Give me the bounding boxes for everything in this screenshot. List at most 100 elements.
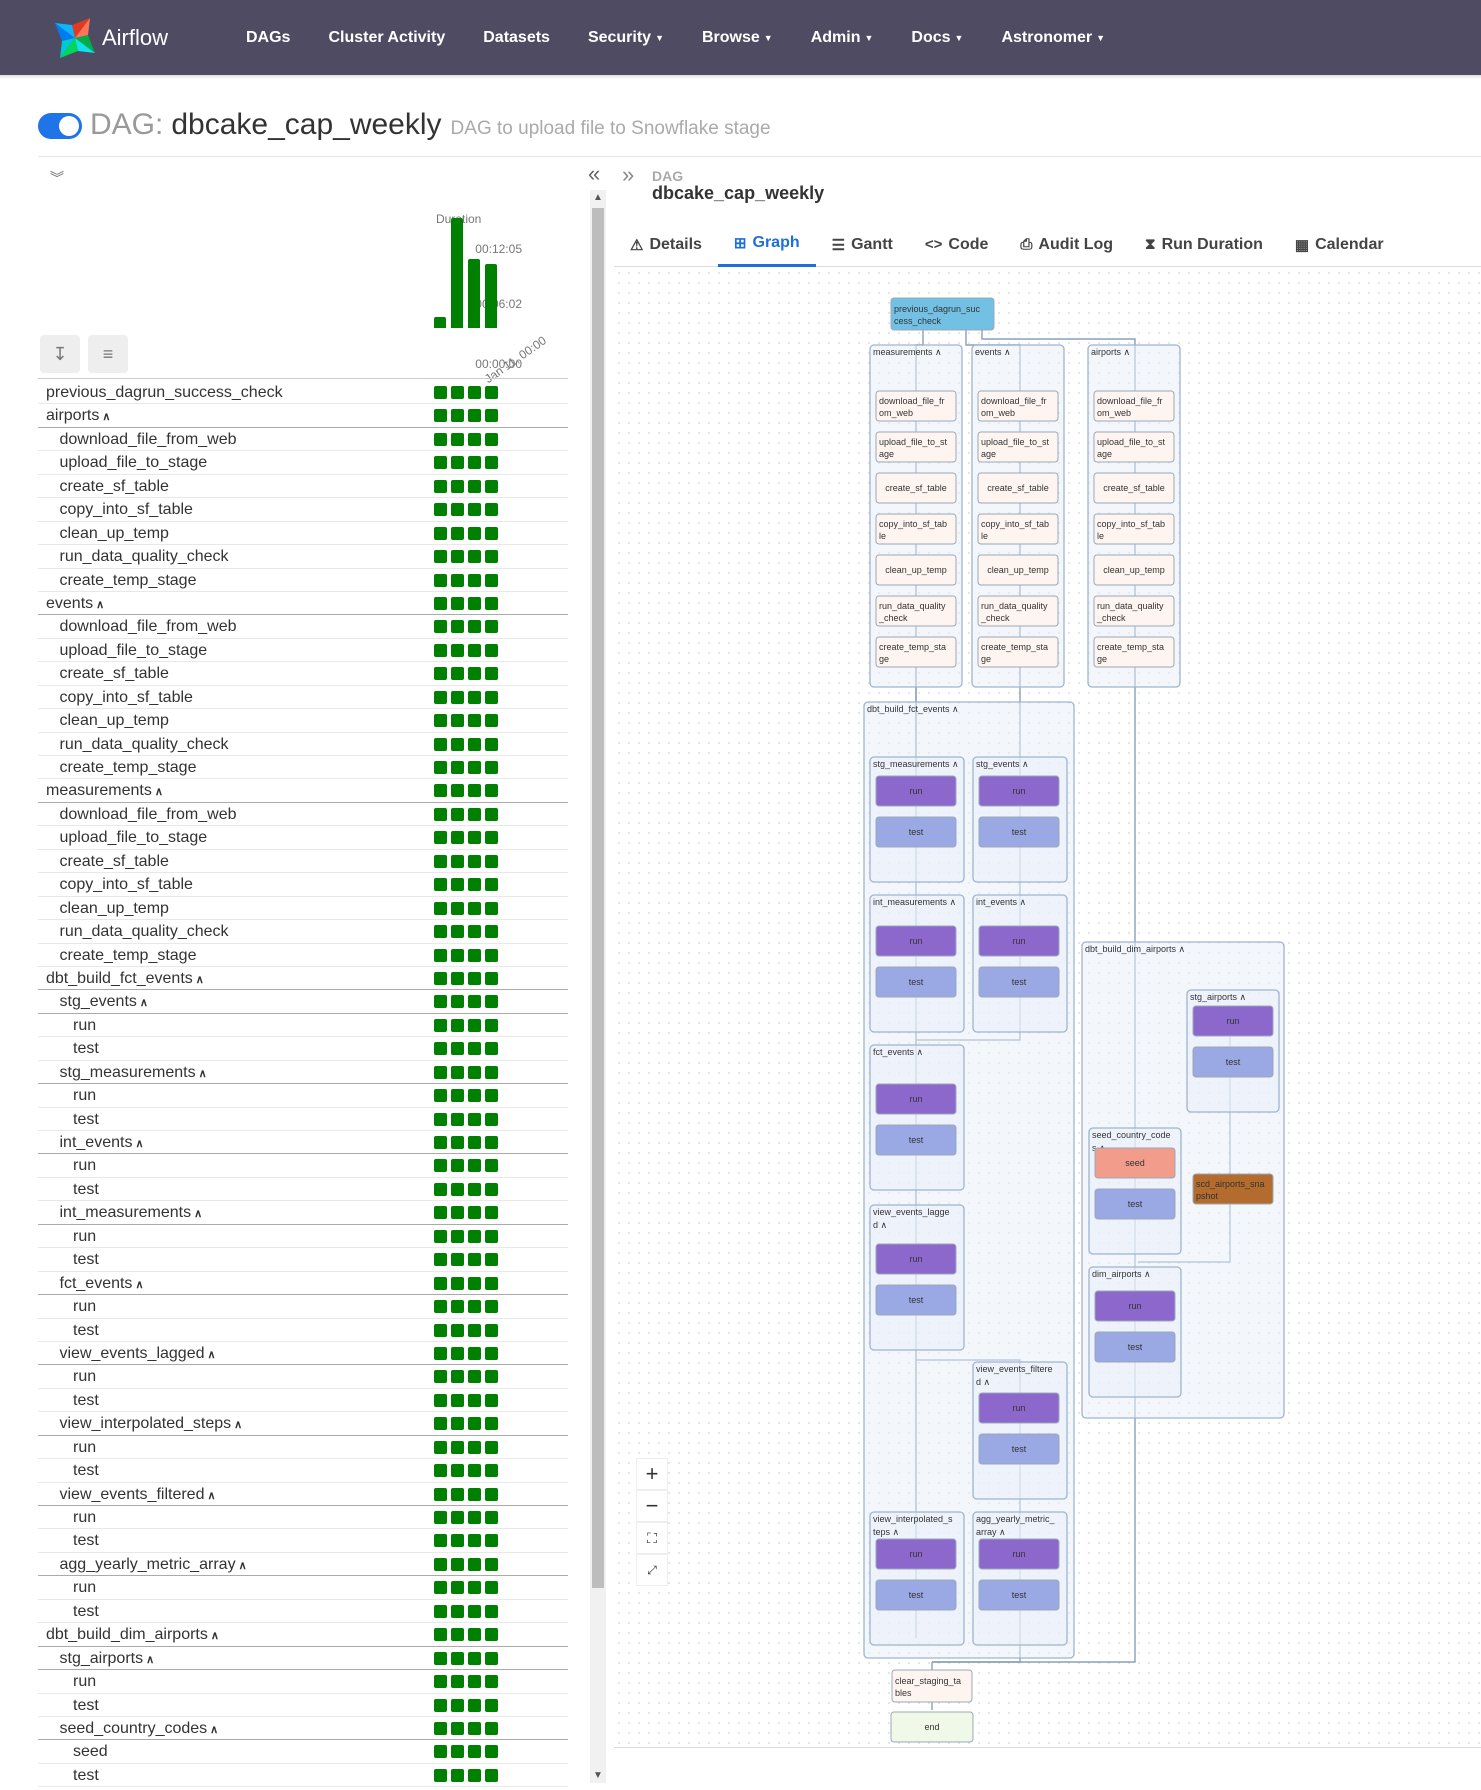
task-instance-status[interactable] (468, 1323, 481, 1337)
task-instance-status[interactable] (451, 1675, 464, 1689)
task-instance-status[interactable] (485, 784, 498, 798)
task-row[interactable]: test (38, 1694, 568, 1717)
task-instance-status[interactable] (485, 831, 498, 845)
task-instance-status[interactable] (434, 1557, 447, 1571)
task-instance-status[interactable] (434, 971, 447, 985)
chevron-up-icon[interactable]: ∧ (102, 411, 111, 424)
task-instance-status[interactable] (485, 1112, 498, 1126)
create-temp-stage-node[interactable] (875, 636, 957, 668)
task-instance-status[interactable] (468, 1370, 481, 1384)
task-instance-status[interactable] (451, 1487, 464, 1501)
dbt-test-node[interactable] (978, 1433, 1060, 1465)
run-duration-bar[interactable] (485, 264, 497, 328)
task-instance-status[interactable] (468, 1768, 481, 1782)
dbt-run-node[interactable] (978, 925, 1060, 957)
task-instance-status[interactable] (485, 1675, 498, 1689)
task-instance-status[interactable] (485, 971, 498, 985)
chevron-up-icon[interactable]: ∧ (195, 973, 204, 986)
task-label[interactable]: view_events_lagged∧ (60, 1342, 216, 1367)
task-instance-status[interactable] (468, 925, 481, 939)
task-instance-status[interactable] (451, 831, 464, 845)
task-instance-status[interactable] (434, 550, 447, 564)
dbt-run-node[interactable] (875, 1083, 957, 1115)
task-row[interactable]: upload_file_to_stage (38, 826, 568, 850)
task-group-row[interactable]: stg_measurements∧ (38, 1061, 568, 1085)
task-instance-status[interactable] (434, 1581, 447, 1595)
task-instance-status[interactable] (485, 925, 498, 939)
task-instance-status[interactable] (451, 456, 464, 470)
task-instance-status[interactable] (434, 620, 447, 634)
task-row[interactable]: create_temp_stage (38, 944, 568, 967)
create-sf-table-node[interactable] (1093, 472, 1175, 504)
task-group-row[interactable]: seed_country_codes∧ (38, 1717, 568, 1741)
task-instance-status[interactable] (434, 1089, 447, 1103)
task-instance-status[interactable] (451, 1440, 464, 1454)
task-instance-status[interactable] (451, 925, 464, 939)
task-label[interactable]: run_data_quality_check (60, 920, 229, 943)
task-row[interactable]: run_data_quality_check (38, 545, 568, 569)
task-label[interactable]: dbt_build_fct_events∧ (46, 967, 204, 992)
task-group-row[interactable]: view_interpolated_steps∧ (38, 1412, 568, 1436)
task-row[interactable]: create_sf_table (38, 662, 568, 686)
task-instance-status[interactable] (485, 1534, 498, 1548)
chevron-up-icon[interactable]: ∧ (198, 1067, 207, 1080)
task-instance-status[interactable] (434, 1393, 447, 1407)
task-instance-status[interactable] (468, 1089, 481, 1103)
dbt-test-node[interactable] (875, 816, 957, 848)
task-label[interactable]: run_data_quality_check (60, 733, 229, 756)
task-instance-status[interactable] (485, 1440, 498, 1454)
task-label[interactable]: run_data_quality_check (60, 545, 229, 568)
run-data-quality-check-node[interactable] (875, 595, 957, 627)
task-instance-status[interactable] (468, 550, 481, 564)
zoom-out-button[interactable]: − (636, 1490, 668, 1522)
task-row[interactable]: download_file_from_web (38, 803, 568, 827)
task-instance-status[interactable] (468, 995, 481, 1009)
task-instance-status[interactable] (485, 1604, 498, 1618)
task-instance-status[interactable] (468, 620, 481, 634)
task-instance-status[interactable] (434, 901, 447, 915)
task-label[interactable]: run (73, 1436, 96, 1459)
task-instance-status[interactable] (468, 1206, 481, 1220)
task-instance-status[interactable] (485, 1557, 498, 1571)
task-row[interactable]: test (38, 1178, 568, 1202)
task-instance-status[interactable] (434, 1464, 447, 1478)
breadcrumb-dag-title[interactable]: dbcake_cap_weekly (652, 183, 825, 203)
chevron-up-icon[interactable]: ∧ (194, 1208, 203, 1221)
task-instance-status[interactable] (434, 948, 447, 962)
task-instance-status[interactable] (451, 1511, 464, 1524)
task-label[interactable]: run (73, 1295, 96, 1318)
task-instance-status[interactable] (485, 901, 498, 915)
task-instance-status[interactable] (434, 1417, 447, 1431)
task-row[interactable]: test (38, 1319, 568, 1342)
task-instance-status[interactable] (451, 1745, 464, 1759)
task-group-row[interactable]: view_events_lagged∧ (38, 1342, 568, 1367)
task-label[interactable]: test (73, 1248, 99, 1271)
upload-file-to-stage-node[interactable] (875, 431, 957, 463)
chevron-up-icon[interactable]: ∧ (210, 1723, 219, 1736)
task-instance-status[interactable] (451, 1628, 464, 1642)
run-duration-bar[interactable] (468, 259, 480, 328)
task-instance-status[interactable] (434, 1112, 447, 1126)
task-row[interactable]: create_temp_stage (38, 569, 568, 592)
expand-grid-icon[interactable]: » (622, 162, 635, 187)
task-instance-status[interactable] (434, 1487, 447, 1501)
task-instance-status[interactable] (485, 1346, 498, 1360)
task-row[interactable]: clean_up_temp (38, 522, 568, 546)
task-row[interactable]: run (38, 1436, 568, 1460)
task-instance-status[interactable] (468, 1276, 481, 1290)
dbt-test-node[interactable] (1192, 1046, 1274, 1078)
task-instance-status[interactable] (468, 1136, 481, 1149)
scroll-thumb[interactable] (592, 208, 604, 1588)
task-instance-status[interactable] (434, 761, 447, 774)
tab-calendar[interactable]: ▦Calendar (1279, 222, 1400, 267)
task-instance-status[interactable] (485, 995, 498, 1009)
task-instance-status[interactable] (468, 901, 481, 915)
task-instance-status[interactable] (451, 620, 464, 634)
task-label[interactable]: clean_up_temp (60, 522, 169, 545)
clean-up-temp-node[interactable] (977, 554, 1059, 586)
task-instance-status[interactable] (434, 1628, 447, 1642)
task-group-row[interactable]: dbt_build_dim_airports∧ (38, 1623, 568, 1647)
task-label[interactable]: download_file_from_web (60, 803, 237, 826)
task-label[interactable]: create_sf_table (60, 662, 169, 685)
task-label[interactable]: test (73, 1694, 99, 1717)
